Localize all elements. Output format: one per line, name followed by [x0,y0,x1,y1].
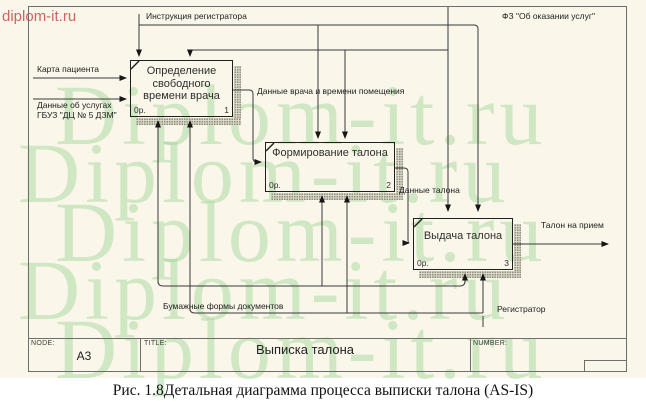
label-control-law: ФЗ "Об оказании услуг" [502,11,595,21]
label-flow-doctor-time: Данные врача и времени помещения [257,86,405,96]
label-input-services-line2: ГБУЗ "ДЦ № 5 ДЗМ" [37,110,117,120]
box-shadow [514,224,521,278]
activity-box-3-cost: 0р. [417,258,429,268]
label-control-instruction: Инструкция регистратора [146,11,247,21]
activity-box-2-title: Формирование талона [272,147,388,159]
diagram-canvas: Diplom-it.ru Diplom-it.ru Diplom-it.ru D… [0,0,646,392]
label-input-services: Данные об услугах ГБУЗ "ДЦ № 5 ДЗМ" [37,100,117,120]
footer-title-label: TITLE: [144,340,167,347]
label-input-services-line1: Данные об услугах [37,100,112,110]
box-shadow [396,148,403,200]
label-input-patient-card: Карта пациента [37,64,99,74]
box-shadow [234,66,241,125]
box-shadow [271,193,403,200]
footer-node-label: NODE: [31,340,55,347]
figure-caption: Рис. 1.8Детальная диаграмма процесса вып… [112,382,534,399]
footer-node-value: A3 [76,349,92,363]
activity-box-3: Выдача талона 0р. 3 [413,218,513,270]
label-mechanism-paper-forms: Бумажные формы документов [163,301,284,311]
activity-box-1-cost: 0р. [134,105,146,115]
activity-box-2-cost: 0р. [269,180,281,190]
activity-box-1-title: Определение свободного времени врача [143,65,220,102]
footer-number-label: NUMBER: [473,340,508,347]
footer-title-value: Выписка талона [255,342,355,357]
activity-box-2-number: 2 [386,180,391,190]
diagram-lines [28,6,627,372]
label-output-ticket: Талон на прием [541,220,604,230]
activity-box-3-title: Выдача талона [423,230,503,242]
activity-box-1-number: 1 [224,105,229,115]
activity-box-1: Определение свободного времени врача 0р.… [130,60,233,117]
box-shadow [419,271,521,278]
label-flow-ticket-data: Данные талона [399,185,460,195]
activity-box-3-number: 3 [504,258,509,268]
label-mechanism-registrar: Регистратор [497,304,546,314]
activity-box-2: Формирование талона 0р. 2 [265,142,395,192]
